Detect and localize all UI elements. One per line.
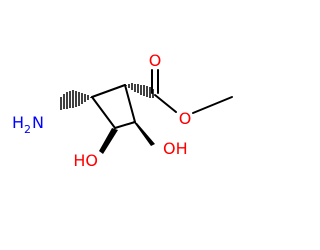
carbonyl-oxygen-label: O — [149, 51, 162, 70]
bond-carbonyl-c-ester-o — [154, 94, 177, 113]
hydroxyl-left-label: HO — [73, 151, 98, 170]
amine-n-label: N — [32, 113, 44, 132]
amine-label: H 2 N — [12, 113, 44, 136]
hydroxyl-right-label: OH — [163, 139, 188, 158]
hashed-wedge-ester — [125, 83, 154, 98]
structure-canvas: O O OH HO H 2 N — [12, 51, 233, 170]
bond-c3-c4 — [114, 121, 136, 129]
solid-wedge-left-oh — [99, 128, 118, 154]
ester-bonds — [151, 69, 233, 114]
molecule-structure: O O OH HO H 2 N — [12, 51, 233, 170]
bond-ester-o-methyl — [192, 96, 233, 114]
amine-subscript-label: 2 — [24, 123, 31, 136]
hashed-wedge-amine — [60, 90, 92, 110]
amine-h-label: H — [12, 113, 24, 132]
solid-wedge-right-oh — [133, 121, 155, 146]
ester-oxygen-label: O — [179, 109, 192, 128]
bond-c2-c3 — [124, 84, 136, 123]
bond-c4-c5 — [91, 96, 116, 129]
bond-c1-c2 — [91, 84, 126, 98]
ring-bonds — [91, 84, 136, 129]
